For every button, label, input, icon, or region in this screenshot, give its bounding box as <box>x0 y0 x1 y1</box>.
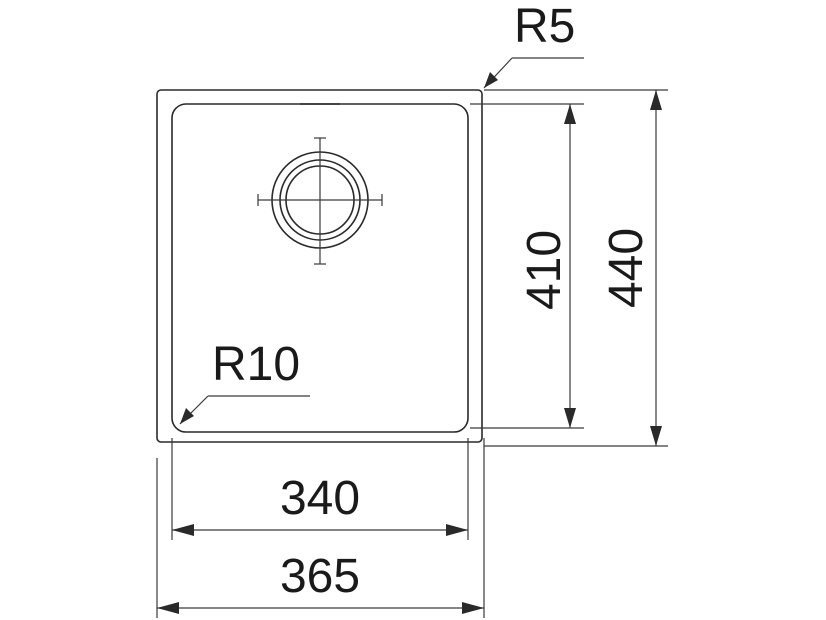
leader-r5 <box>483 57 584 89</box>
label-inner-height: 410 <box>518 230 571 310</box>
dim-line-inner-width <box>172 524 468 536</box>
dim-line-outer-width <box>157 602 484 614</box>
leader-r10 <box>179 395 310 425</box>
label-outer-height: 440 <box>600 228 653 308</box>
outer-outline <box>156 89 483 443</box>
dim-line-inner-height <box>564 104 576 428</box>
label-r10: R10 <box>212 338 300 391</box>
drain-icon <box>257 137 383 265</box>
label-r5: R5 <box>514 0 575 53</box>
label-inner-width: 340 <box>280 472 360 525</box>
label-outer-width: 365 <box>280 550 360 603</box>
dim-line-outer-height <box>650 90 662 446</box>
